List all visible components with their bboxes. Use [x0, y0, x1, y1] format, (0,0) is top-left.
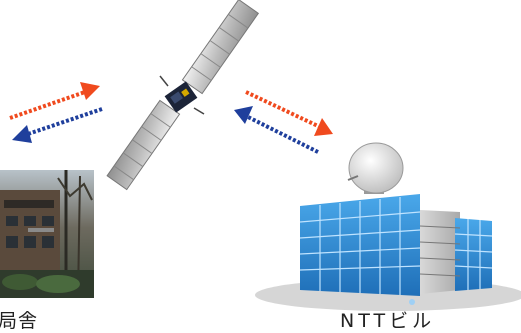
uplink-arrow-right	[234, 106, 319, 154]
downlink-arrow-left	[12, 107, 103, 143]
satellite-dish-icon	[347, 142, 404, 194]
ntt-building-label: NTTビル	[340, 310, 436, 332]
station-label: 局舎	[0, 310, 39, 332]
ntt-building-icon	[255, 142, 521, 311]
uplink-arrow-left	[9, 82, 100, 120]
downlink-arrow-right	[245, 90, 333, 136]
station-building-photo	[0, 170, 94, 299]
satellite-icon	[106, 0, 260, 191]
